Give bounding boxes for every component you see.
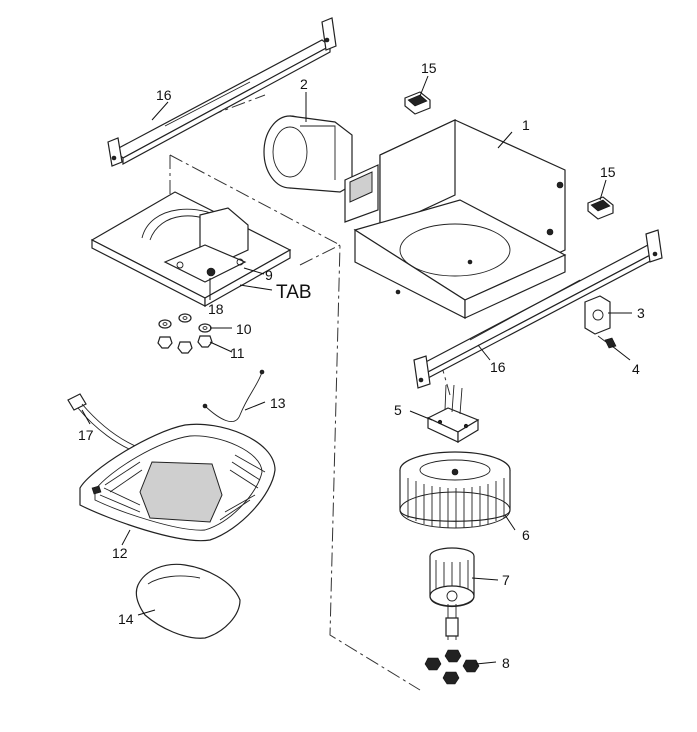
callout-15-right: 15 <box>600 164 616 180</box>
motor-plate <box>426 384 480 444</box>
duct-connector <box>263 115 353 193</box>
callout-7: 7 <box>502 572 510 588</box>
motor-mount-nuts <box>424 649 480 685</box>
callout-16-upper: 16 <box>156 87 172 103</box>
callout-11: 11 <box>230 345 245 361</box>
callout-17: 17 <box>78 427 94 443</box>
callout-13: 13 <box>270 395 286 411</box>
screw <box>597 335 617 349</box>
callout-5: 5 <box>394 402 402 418</box>
mounting-clip-upper <box>404 91 431 115</box>
callout-8: 8 <box>502 655 510 671</box>
hanger-bar-lower <box>413 229 663 389</box>
callout-18: 18 <box>208 301 224 317</box>
callout-tab: TAB <box>276 282 312 303</box>
callout-4: 4 <box>632 361 640 377</box>
blower-wheel <box>399 451 511 529</box>
mounting-clip-right <box>587 196 614 220</box>
callout-14: 14 <box>118 611 134 627</box>
mounting-plate <box>90 191 292 308</box>
nuts <box>157 335 213 354</box>
fan-housing <box>344 119 567 319</box>
bracket <box>584 295 611 335</box>
callout-15-upper: 15 <box>421 60 437 76</box>
power-cord <box>67 393 141 453</box>
grille <box>79 423 276 542</box>
wire-connector <box>202 369 265 423</box>
motor <box>429 547 475 640</box>
callout-6: 6 <box>522 527 530 543</box>
callout-12: 12 <box>112 545 128 561</box>
callout-1: 1 <box>522 117 530 133</box>
hanger-bar-upper <box>107 17 337 167</box>
callout-2: 2 <box>300 76 308 92</box>
callout-16-lower: 16 <box>490 359 506 375</box>
callout-10: 10 <box>236 321 252 337</box>
callout-3: 3 <box>637 305 645 321</box>
light-lens <box>135 563 241 639</box>
callout-9: 9 <box>265 267 273 283</box>
washers <box>158 313 212 333</box>
callout-labels: 1 2 3 4 5 6 7 8 9 10 11 12 13 14 15 15 1… <box>78 60 645 671</box>
leader-lines <box>81 75 632 665</box>
